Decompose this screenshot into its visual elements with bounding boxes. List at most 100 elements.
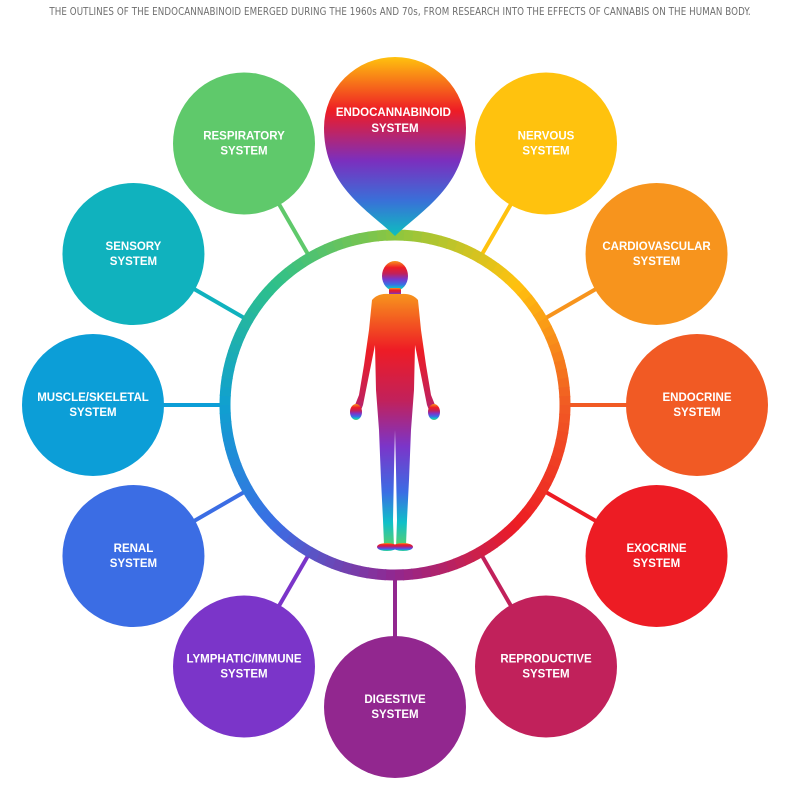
muscle-skeletal-system-node: MUSCLE/SKELETAL SYSTEM <box>22 334 164 476</box>
respiratory-connector <box>276 202 310 256</box>
ring-segment <box>376 229 388 242</box>
caption: THE OUTLINES OF THE ENDOCANNABINOID EMER… <box>49 6 751 18</box>
ring-segment <box>527 494 543 510</box>
reproductive-circle <box>475 595 617 738</box>
ring-segment <box>553 359 567 373</box>
ring-segment <box>366 567 378 580</box>
ring-segment <box>283 532 299 547</box>
nervous-connector <box>480 202 514 256</box>
reproductive-system-node: REPRODUCTIVE SYSTEM <box>475 595 617 738</box>
ring-segment <box>252 500 268 516</box>
renal-connector <box>192 490 246 524</box>
digestive-label-line-2: SYSTEM <box>371 709 418 721</box>
respiratory-circle <box>173 72 315 215</box>
ring-segment <box>247 300 263 316</box>
ring-segment <box>253 293 268 309</box>
ring-segment <box>230 462 245 477</box>
ring-segment <box>437 235 451 249</box>
respiratory-label-line-1: RESPIRATORY <box>203 130 285 142</box>
cardiovascular-label-line-2: SYSTEM <box>633 256 680 268</box>
ring-segment <box>412 230 424 243</box>
ring-segment <box>477 253 492 268</box>
ring-segment <box>541 325 556 340</box>
ring-segment <box>522 294 538 310</box>
ring-segment <box>548 455 562 470</box>
muscle-skeletal-label-line-1: MUSCLE/SKELETAL <box>37 392 149 404</box>
renal-label-line-2: SYSTEM <box>110 558 157 570</box>
ring-segment <box>461 244 476 260</box>
ring-segment <box>219 412 232 424</box>
ring-segment <box>357 565 370 579</box>
ring-segment <box>476 542 491 558</box>
cardiovascular-label-line-1: CARDIOVASCULAR <box>602 241 711 253</box>
ring-segment <box>242 486 258 501</box>
ring-segment <box>228 340 242 355</box>
ring-segment <box>498 268 514 284</box>
ring-segment <box>238 316 254 331</box>
ring-segment <box>551 350 565 364</box>
reproductive-label-line-1: REPRODUCTIVE <box>500 654 592 666</box>
human-body-icon <box>350 261 440 551</box>
ring-segment <box>427 563 441 577</box>
ring-segment <box>544 463 559 478</box>
ring-segment <box>306 546 321 562</box>
ring-segment <box>358 231 371 245</box>
ring-segment <box>291 257 307 272</box>
reproductive-connector <box>480 554 514 608</box>
ring-segment <box>223 437 237 451</box>
endocannabinoid-hub-node: ENDOCANNABINOID SYSTEM <box>324 57 466 236</box>
lymphatic-immune-circle <box>173 595 315 738</box>
ring-segment <box>551 447 565 461</box>
ring-segment <box>269 520 285 536</box>
digestive-circle <box>324 636 466 778</box>
ring-segment <box>452 555 467 570</box>
reproductive-label-line-2: SYSTEM <box>522 669 569 681</box>
nervous-label-line-1: NERVOUS <box>518 130 575 142</box>
ring-segment <box>553 439 567 452</box>
ring-segment <box>276 526 292 542</box>
lymphatic-immune-connector <box>276 554 310 608</box>
hub-label-line-2: SYSTEM <box>371 123 418 135</box>
ring-segment <box>510 515 526 531</box>
ring-segment <box>490 532 506 548</box>
cardiovascular-system-node: CARDIOVASCULAR SYSTEM <box>585 183 728 325</box>
ring-segment <box>460 551 475 566</box>
ring-segment <box>221 429 235 442</box>
sensory-circle <box>62 183 205 325</box>
muscle-skeletal-label-line-2: SYSTEM <box>69 407 116 419</box>
ring-segment <box>558 386 571 398</box>
ring-segment <box>220 420 233 433</box>
ring-segment <box>340 235 354 249</box>
ring-segment <box>339 561 353 575</box>
ring-segment <box>444 558 458 573</box>
ring-segment <box>532 487 547 502</box>
connector-lines <box>162 202 628 638</box>
svg-text:ENDOCANNABINOID SYSTEM: ENDOCANNABINOID SYSTEM <box>336 107 454 135</box>
sensory-connector <box>192 286 246 320</box>
ring-segment <box>528 301 543 317</box>
ring-segment <box>540 471 556 486</box>
ring-segment <box>247 493 262 509</box>
ring-segment <box>403 229 415 242</box>
ring-segment <box>290 537 306 553</box>
ring-segment <box>314 550 329 566</box>
exocrine-circle <box>585 485 728 627</box>
ring-segment <box>270 273 286 289</box>
ring-segment <box>219 385 232 397</box>
ring-segment <box>223 358 237 371</box>
ring-segment <box>484 257 500 273</box>
